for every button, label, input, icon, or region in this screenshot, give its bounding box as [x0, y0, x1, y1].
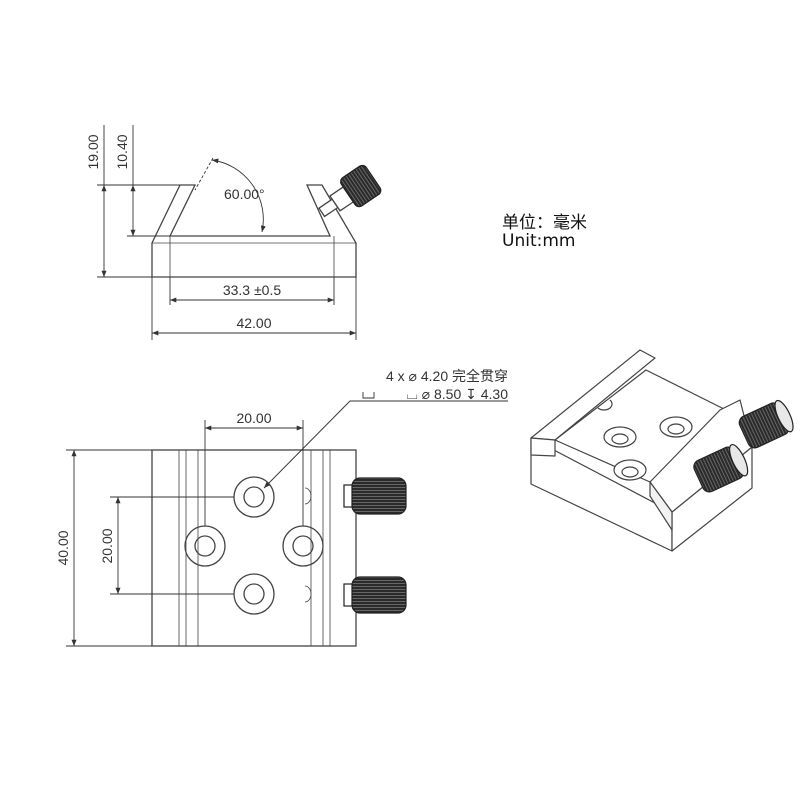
top-view-dimensions: [66, 392, 508, 647]
dim-height-total-label: 19.00: [85, 134, 101, 169]
thumb-screw-side: [318, 164, 382, 218]
dim-angle-label: 60.00°: [224, 186, 265, 202]
dim-length-label: 40.00: [55, 530, 71, 565]
dim-hole-spacing-x-label: 20.00: [236, 410, 271, 426]
dim-arc-angle: [211, 158, 266, 233]
unit-label-en: Unit:mm: [502, 231, 576, 251]
hole-callout-leader: [263, 400, 508, 489]
front-view-dimensions: [97, 125, 357, 340]
thumb-screw-top: [343, 477, 407, 515]
hole-note-line2: ⌴ ⌀ 8.50 ↧ 4.30: [407, 386, 509, 402]
isometric-view: [530, 349, 753, 552]
front-view-outline: [151, 184, 357, 278]
top-view: [151, 449, 357, 647]
front-view: [151, 164, 382, 278]
dim-groove-width-label: 33.3 ±0.5: [223, 282, 281, 298]
top-view-outline: [151, 449, 357, 647]
unit-label-cn: 单位：毫米: [502, 213, 587, 233]
dim-hole-spacing-y-label: 20.00: [99, 528, 115, 563]
hole-note-line1: 4 x ⌀ 4.20 完全贯穿: [386, 368, 508, 384]
dim-height-groove-label: 10.40: [114, 134, 130, 169]
thumb-screw-top: [343, 576, 407, 614]
dim-width-total-label: 42.00: [236, 315, 271, 331]
isometric-thumb-screws: [693, 399, 794, 493]
